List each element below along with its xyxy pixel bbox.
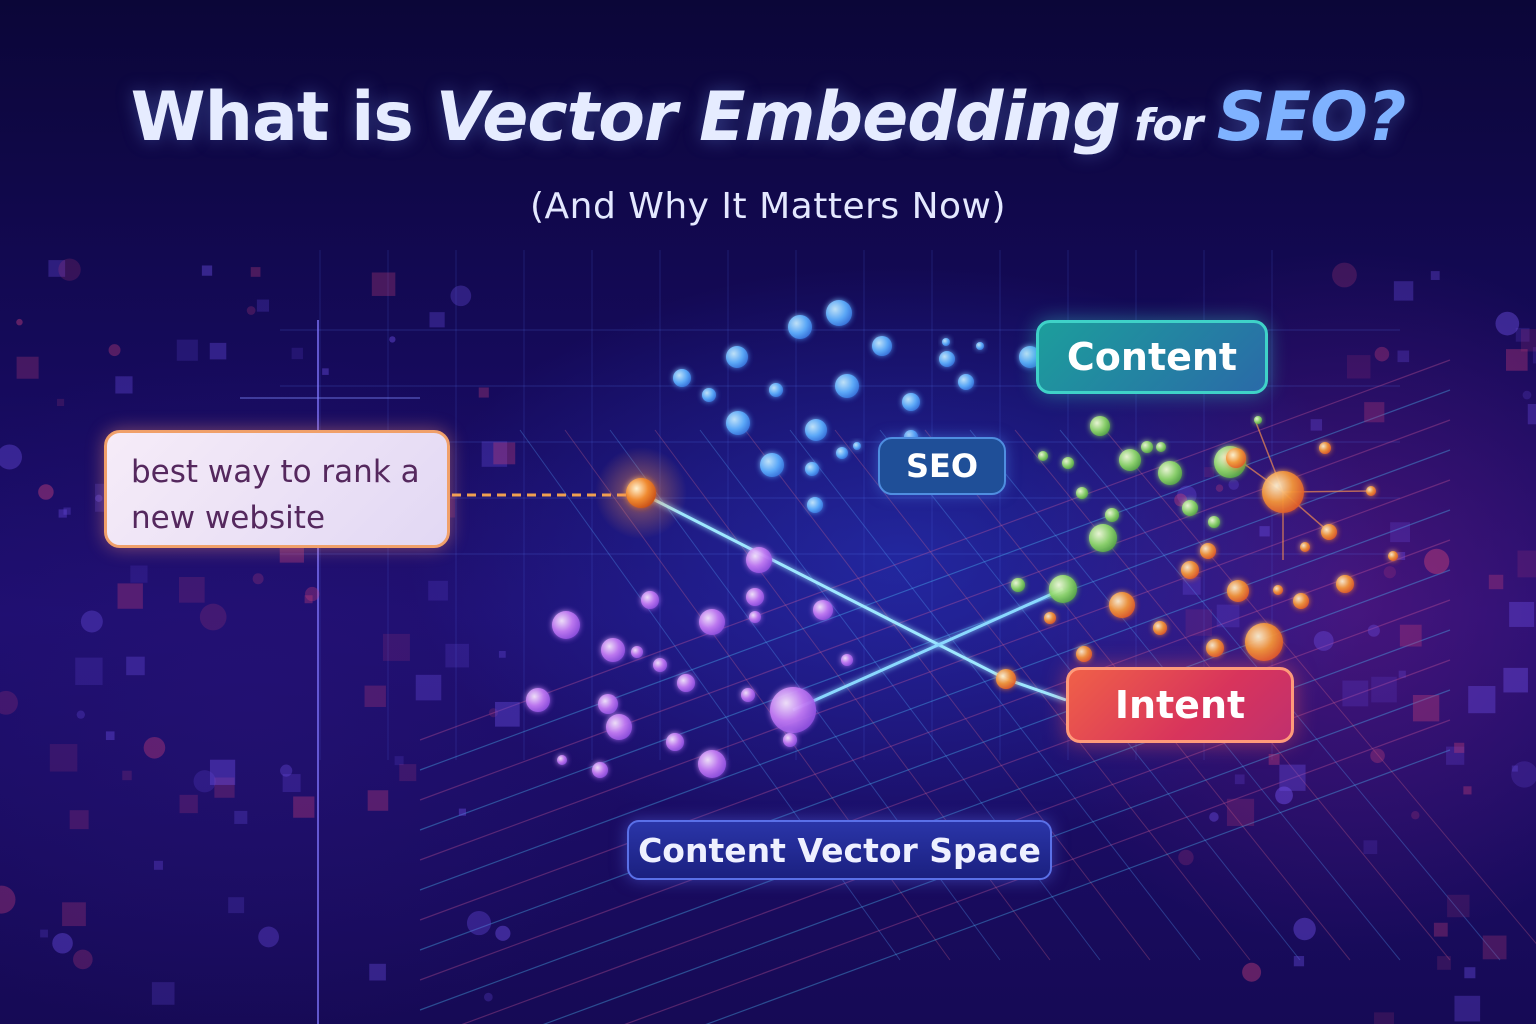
label-intent: Intent: [1066, 667, 1294, 743]
label-content-vector-space: Content Vector Space: [627, 820, 1052, 880]
page-title: What is Vector Embedding for SEO?: [0, 78, 1536, 157]
background-bokeh: [0, 258, 1536, 1024]
subtitle: (And Why It Matters Now): [529, 186, 1007, 227]
embedding-points: [526, 300, 1398, 778]
label-seo: SEO: [878, 437, 1006, 495]
search-query-box: best way to rank a new website: [104, 430, 450, 548]
title-part-seo: SEO?: [1216, 78, 1407, 157]
title-part-vector-embedding: Vector Embedding: [435, 78, 1121, 157]
title-part-for: for: [1119, 100, 1217, 151]
title-part-what-is: What is: [130, 78, 436, 157]
grid-lines: [240, 250, 1536, 1024]
label-content: Content: [1036, 320, 1268, 394]
